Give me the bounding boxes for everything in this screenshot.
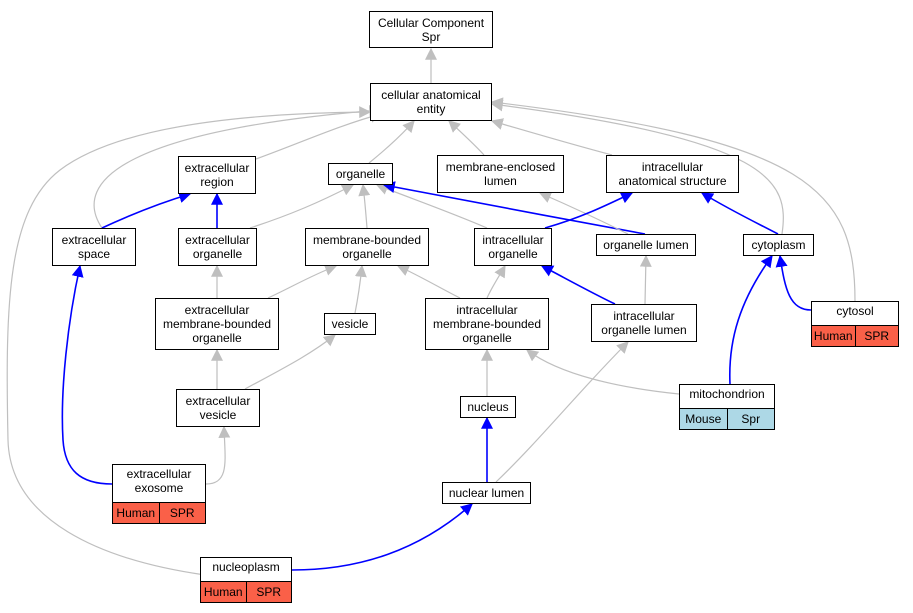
node-label: intracellular organelle [482, 233, 544, 261]
node-extracellular-organelle[interactable]: extracellular organelle [178, 228, 257, 266]
node-cellular-component[interactable]: Cellular Component Spr [369, 11, 493, 48]
node-label: extracellular region [184, 161, 250, 189]
node-vesicle[interactable]: vesicle [324, 313, 376, 335]
edge-cytosol-to-cellular-anatomical-entity [490, 97, 856, 302]
node-label: organelle [335, 167, 386, 181]
edge-extracellular-organelle-to-organelle [249, 184, 355, 229]
edge-nuclear-lumen-to-intracellular-organelle-lumen [495, 341, 629, 483]
edge-extracellular-space-to-extracellular-region [101, 191, 192, 229]
node-label: cytoplasm [751, 238, 806, 252]
edge-vesicle-to-membrane-bounded-organelle [354, 264, 367, 314]
node-label: extracellular membrane-bounded organelle [162, 303, 272, 345]
source-tag: SPR [245, 582, 291, 602]
node-label: intracellular organelle lumen [601, 309, 687, 337]
node-label: cytosol [836, 304, 874, 318]
node-nucleus[interactable]: nucleus [460, 396, 516, 418]
node-intracellular-organelle-lumen[interactable]: intracellular organelle lumen [591, 304, 697, 342]
edge-cytoplasm-to-cellular-anatomical-entity [490, 99, 784, 235]
edge-intracellular-mb-organelle-to-membrane-bounded-organelle [396, 265, 461, 299]
node-membrane-enclosed-lumen[interactable]: membrane-enclosed lumen [437, 155, 564, 193]
node-label: nucleus [467, 400, 509, 414]
node-membrane-bounded-organelle[interactable]: membrane-bounded organelle [305, 228, 429, 266]
edge-organelle-lumen-to-membrane-enclosed-lumen [538, 191, 629, 235]
edge-cytosol-to-cytoplasm [775, 254, 812, 311]
node-label: extracellular organelle [185, 233, 250, 261]
node-intracellular-anatomical-structure[interactable]: intracellular anatomical structure [606, 155, 739, 193]
node-label: vesicle [331, 317, 369, 331]
node-extracellular-vesicle[interactable]: extracellular vesicle [176, 389, 260, 427]
node-intracellular-organelle[interactable]: intracellular organelle [474, 228, 552, 266]
node-cytoplasm[interactable]: cytoplasm [743, 234, 814, 256]
edge-intracellular-organelle-lumen-to-organelle-lumen [639, 254, 652, 305]
source-tag: SPR [854, 326, 898, 346]
source-tag: SPR [158, 503, 205, 523]
edge-organelle-to-cellular-anatomical-entity [368, 120, 415, 164]
node-label: intracellular membrane-bounded organelle [432, 303, 542, 345]
node-nuclear-lumen[interactable]: nuclear lumen [442, 482, 531, 504]
node-label: nucleoplasm [212, 560, 280, 574]
node-organelle[interactable]: organelle [328, 163, 393, 185]
node-extracellular-region[interactable]: extracellular region [178, 156, 256, 194]
edge-extracellular-exosome-to-extracellular-vesicle [205, 425, 231, 485]
node-label: membrane-bounded organelle [312, 233, 422, 261]
node-label: intracellular anatomical structure [618, 160, 727, 188]
edge-extracellular-exosome-to-extracellular-space [61, 264, 113, 485]
edge-extracellular-region-to-cellular-anatomical-entity [255, 111, 383, 160]
edge-mitochondrion-to-cytoplasm [728, 255, 773, 385]
node-cellular-anatomical-entity[interactable]: cellular anatomical entity [370, 83, 492, 121]
node-label: membrane-enclosed lumen [445, 160, 556, 188]
edge-intracellular-anatomical-structure-to-cellular-anatomical-entity [490, 118, 613, 156]
edge-nucleoplasm-to-nuclear-lumen [291, 503, 473, 571]
node-extracellular-space[interactable]: extracellular space [52, 228, 136, 266]
node-label: extracellular space [61, 233, 127, 261]
edge-cytoplasm-to-intracellular-anatomical-structure [700, 192, 779, 235]
edge-organelle-lumen-to-organelle [382, 181, 646, 235]
edge-intracellular-organelle-lumen-to-intracellular-organelle [540, 265, 616, 305]
edge-nucleoplasm-to-cellular-anatomical-entity [6, 106, 372, 576]
edge-extracellular-vesicle-to-vesicle [244, 334, 336, 390]
species-tag: Human [812, 326, 855, 346]
node-label: organelle lumen [603, 238, 689, 252]
source-tag: Spr [726, 409, 774, 429]
species-tag: Human [201, 582, 246, 602]
node-label: extracellular vesicle [185, 394, 251, 422]
node-organelle-lumen[interactable]: organelle lumen [596, 234, 696, 256]
edge-extracellular-space-to-cellular-anatomical-entity [93, 104, 382, 229]
edge-membrane-bounded-organelle-to-organelle [358, 183, 371, 229]
node-label: nuclear lumen [448, 486, 525, 500]
edge-membrane-enclosed-lumen-to-cellular-anatomical-entity [448, 120, 485, 156]
node-label: mitochondrion [689, 387, 765, 401]
node-label: extracellular exosome [126, 467, 192, 495]
edge-mitochondrion-to-intracellular-mb-organelle [526, 349, 680, 395]
edges [6, 47, 856, 576]
node-intracellular-mb-organelle[interactable]: intracellular membrane-bounded organelle [425, 298, 549, 350]
node-extracellular-mb-organelle[interactable]: extracellular membrane-bounded organelle [155, 298, 279, 350]
node-label: cellular anatomical entity [381, 88, 481, 116]
edge-extracellular-mb-organelle-to-membrane-bounded-organelle [267, 264, 338, 299]
edge-intracellular-mb-organelle-to-intracellular-organelle [486, 264, 506, 299]
species-tag: Mouse [680, 409, 727, 429]
species-tag: Human [113, 503, 159, 523]
node-label: Cellular Component Spr [377, 15, 485, 44]
edge-intracellular-organelle-to-intracellular-anatomical-structure [544, 192, 634, 229]
